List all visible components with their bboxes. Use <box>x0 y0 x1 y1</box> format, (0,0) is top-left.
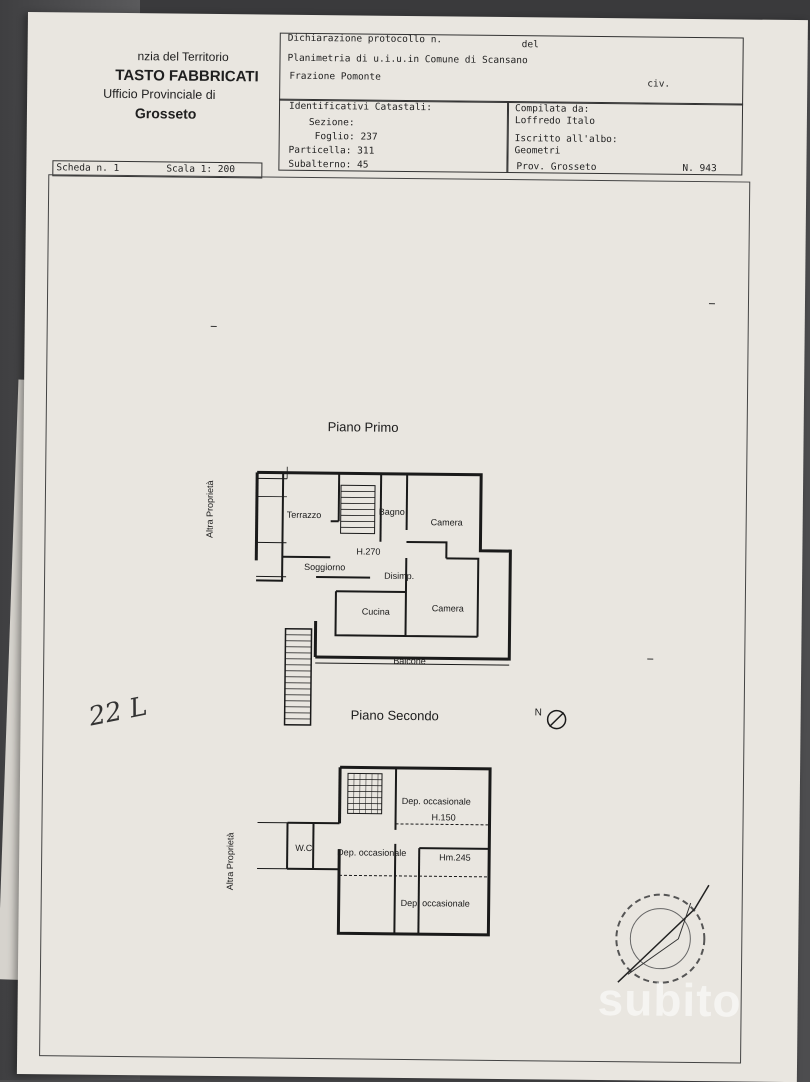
sezione-text: Sezione: <box>308 116 355 129</box>
numero-text: N. 943 <box>682 162 717 175</box>
office-line2: TASTO FABBRICATI <box>115 66 259 86</box>
dichiarazione-text: Dichiarazione protocollo n. <box>287 32 443 46</box>
office-line4: Grosseto <box>134 105 197 122</box>
office-line3: Ufficio Provinciale di <box>103 86 216 102</box>
room-soggiorno: Soggiorno <box>304 562 345 572</box>
del-text: del <box>521 39 539 51</box>
room-dep1: Dep. occasionale <box>402 796 471 807</box>
piano-primo-side-label: Altra Proprietà <box>204 480 216 538</box>
north-arrow-icon <box>546 709 567 730</box>
room-dep2: Dep. occasionale <box>337 847 406 858</box>
particella-text: Particella: 311 <box>288 144 375 157</box>
scala-text: Scala 1: 200 <box>166 163 236 176</box>
room-bagno: Bagno <box>379 507 405 517</box>
cadastral-sheet: nzia del Territorio TASTO FABBRICATI Uff… <box>16 12 808 1082</box>
stamp-seal-icon <box>615 884 710 984</box>
albo-text: Geometri <box>514 145 561 157</box>
fold-tick-right2 <box>647 658 654 660</box>
foglio-text: Foglio: 237 <box>314 131 378 143</box>
office-line1: nzia del Territorio <box>137 49 229 65</box>
room-h270: H.270 <box>356 546 380 556</box>
room-h150: H.150 <box>432 812 456 822</box>
north-label: N <box>534 707 542 719</box>
piano-secondo-side-label: Altra Proprietà <box>224 832 236 891</box>
compilata-title: Compilata da: <box>514 103 590 115</box>
iscritto-text: Iscritto all'albo: <box>514 133 618 146</box>
piano-secondo-title: Piano Secondo <box>350 707 439 724</box>
piano-primo-plan: Terrazzo Bagno Camera H.270 Soggiorno Di… <box>254 466 512 726</box>
piano-secondo-plan: Dep. occasionale H.150 W.C. Dep. occasio… <box>257 765 492 937</box>
subalterno-text: Subalterno: 45 <box>288 158 369 171</box>
watermark-logo: subito <box>597 973 742 1027</box>
catastali-title: Identificativi Catastali: <box>288 100 433 114</box>
room-disimp: Disimp. <box>384 571 414 581</box>
room-cucina: Cucina <box>362 607 390 617</box>
fold-tick-left <box>210 325 217 327</box>
room-balcone: Balcone <box>393 656 426 666</box>
room-terrazzo: Terrazzo <box>287 510 322 520</box>
room-dep3: Dep. occasionale <box>401 898 470 909</box>
prov-text: Prov. Grosseto <box>516 161 597 173</box>
room-camera1: Camera <box>431 517 463 527</box>
room-camera2: Camera <box>432 603 464 613</box>
scheda-text: Scheda n. 1 <box>56 162 120 174</box>
piano-primo-title: Piano Primo <box>327 419 399 435</box>
room-hm245: Hm.245 <box>439 852 471 862</box>
fold-tick-right <box>708 303 715 305</box>
frazione-text: Frazione Pomonte <box>289 70 381 83</box>
room-wc: W.C. <box>295 843 315 853</box>
civ-text: civ. <box>647 78 671 90</box>
compilata-name: Loffredo Italo <box>514 115 596 127</box>
